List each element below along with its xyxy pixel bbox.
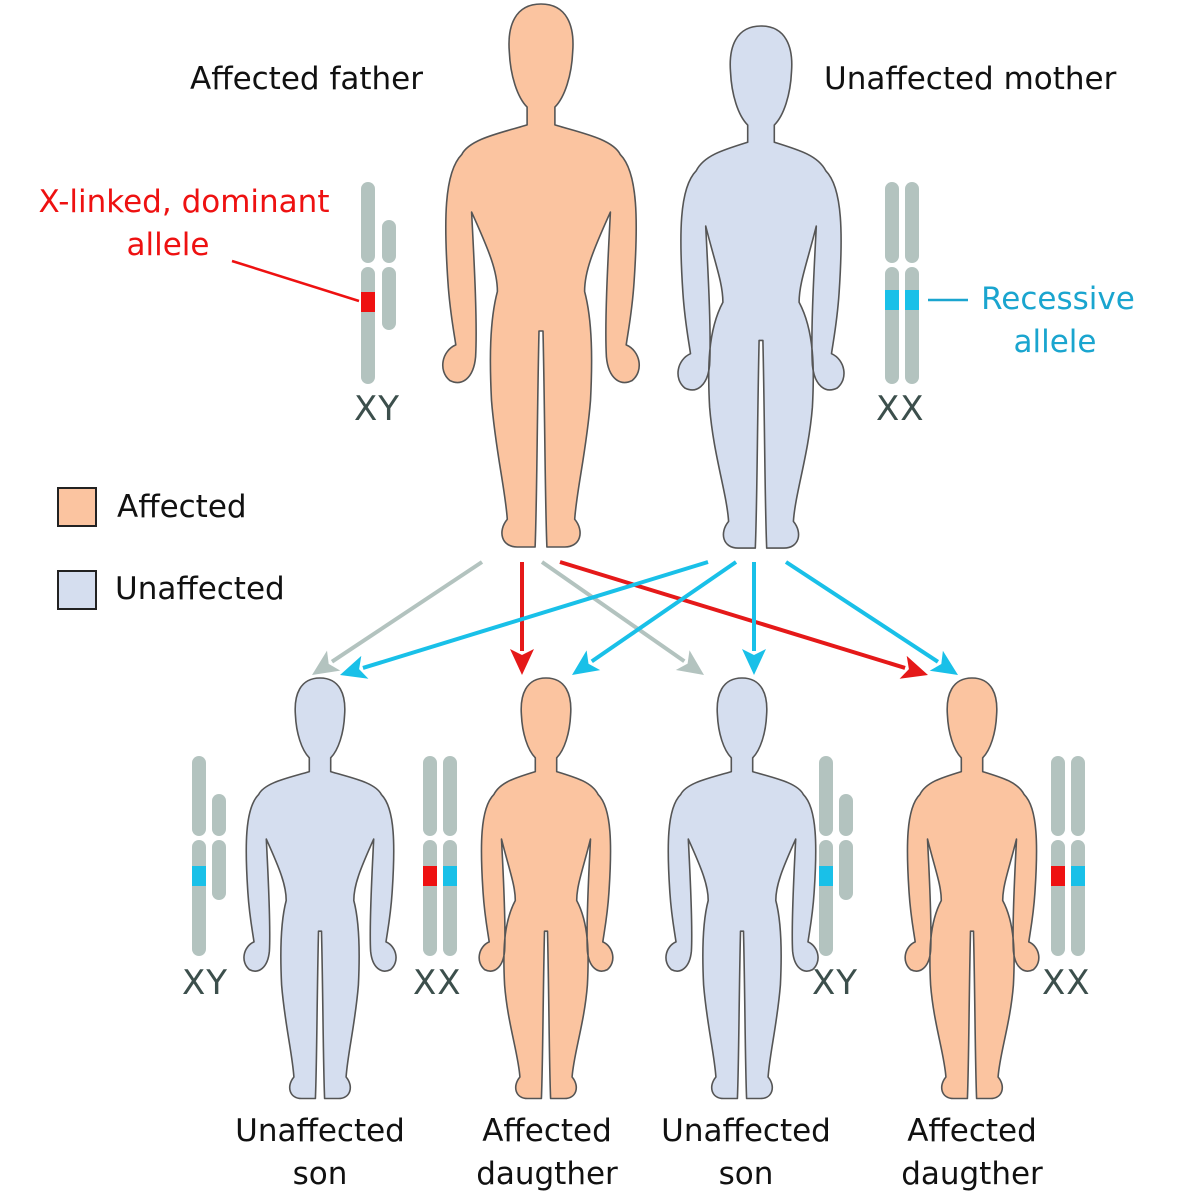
child-1-silhouette — [243, 677, 397, 1100]
recessive-allele-label: Recessive allele — [968, 278, 1148, 364]
child-3-x-chromosome-allele — [819, 866, 833, 886]
father-x-to-daughter-1-arrow-head — [510, 649, 534, 675]
father-x-to-daughter-2-arrow-head — [899, 655, 928, 679]
child-4-label: Affected daugther — [872, 1110, 1072, 1196]
child-3-label: Unaffected son — [636, 1110, 856, 1196]
child-1-y-chromosome-arm-top — [212, 794, 226, 836]
father-y-to-son-1-arrow-head — [312, 650, 341, 675]
inheritance-arrows — [312, 560, 958, 679]
father-y-to-son-2-arrow-shaft — [540, 560, 686, 663]
child-4-x-chromosome-1-arm-top — [1051, 756, 1065, 836]
legend-unaffected-label: Unaffected — [115, 571, 285, 607]
child-1-chromosome-label: XY — [182, 963, 229, 1003]
child-2-chromosome-label: XX — [413, 963, 462, 1003]
child-2-figure — [478, 677, 614, 1100]
child-2-x-chromosome-1-allele — [423, 866, 437, 886]
mother-x-chromosome-2-arm-bottom — [905, 267, 919, 384]
child-1-x-chromosome-allele — [192, 866, 206, 886]
child-3-silhouette — [665, 677, 819, 1100]
father-y-chromosome-arm-bottom — [382, 267, 396, 330]
child-2-silhouette — [478, 677, 614, 1100]
child-4-x-chromosome-1-arm-bottom — [1051, 840, 1065, 956]
mother-to-daughter-2-arrow-shaft — [784, 560, 940, 664]
child-1-label-line-1: Unaffected — [235, 1113, 405, 1149]
father-chromosome-label: XY — [354, 389, 401, 429]
dominant-allele-label: X-linked, dominant allele — [18, 181, 350, 267]
child-3-label-line-2: son — [718, 1156, 774, 1192]
father-y-to-son-2-arrow-head — [675, 650, 704, 675]
child-3-y-chromosome-arm-top — [839, 794, 853, 836]
recessive-allele-line-2: allele — [1013, 324, 1097, 360]
child-2-x-chromosome-2-arm-top — [443, 756, 457, 836]
child-4-x-chromosome-2-allele — [1071, 866, 1085, 886]
legend-unaffected-swatch — [57, 570, 97, 610]
child-2-x-chromosome-2-arm-bottom — [443, 840, 457, 956]
child-2-x-chromosome-2-allele — [443, 866, 457, 886]
child-1-label-line-2: son — [292, 1156, 348, 1192]
child-4-silhouette — [904, 677, 1040, 1100]
mother-chromosomes — [885, 182, 919, 384]
father-x-to-daughter-2-arrow-shaft — [559, 560, 906, 670]
child-3-chromosome-label: XY — [812, 963, 859, 1003]
father-chromosomes — [361, 182, 396, 384]
mother-to-daughter-1-arrow-head — [572, 650, 601, 675]
child-1-x-chromosome-arm-bottom — [192, 840, 206, 956]
child-2-x-chromosome-1-arm-top — [423, 756, 437, 836]
father-label: Affected father — [190, 61, 423, 97]
child-4-label-line-1: Affected — [907, 1113, 1037, 1149]
child-2-label-line-1: Affected — [482, 1113, 612, 1149]
mother-silhouette — [677, 25, 845, 549]
father-x-chromosome-arm-top — [361, 182, 375, 263]
legend-affected-swatch — [57, 487, 97, 527]
dominant-allele-line-2: allele — [126, 227, 210, 263]
child-3-figure — [665, 677, 819, 1100]
child-2-label-line-2: daugther — [476, 1156, 618, 1192]
child-2-x-chromosome-1-arm-bottom — [423, 840, 437, 956]
father-y-to-son-1-arrow-shaft — [330, 560, 484, 664]
father-figure — [442, 3, 640, 548]
child-4-label-line-2: daugther — [901, 1156, 1043, 1192]
father-x-chromosome-arm-bottom — [361, 267, 375, 384]
child-1-y-chromosome-arm-bottom — [212, 840, 226, 900]
mother-x-chromosome-1-allele — [885, 290, 899, 310]
child-1-figure — [243, 677, 397, 1100]
child-4-x-chromosome-2-arm-top — [1071, 756, 1085, 836]
mother-x-chromosome-2-arm-top — [905, 182, 919, 263]
mother-to-son-1-arrow-shaft — [362, 560, 709, 670]
mother-to-daughter-1-arrow-shaft — [590, 560, 738, 664]
child-2-label: Affected daugther — [447, 1110, 647, 1196]
child-4-x-chromosome-2-arm-bottom — [1071, 840, 1085, 956]
child-4-x-chromosome-1-allele — [1051, 866, 1065, 886]
child-3-x-chromosome-arm-top — [819, 756, 833, 836]
child-1-x-chromosome-arm-top — [192, 756, 206, 836]
child-3-x-chromosome-arm-bottom — [819, 840, 833, 956]
legend-affected-label: Affected — [117, 489, 247, 525]
child-4-figure — [904, 677, 1040, 1100]
mother-to-daughter-2-arrow-head — [929, 650, 958, 675]
mother-x-chromosome-2-allele — [905, 290, 919, 310]
father-silhouette — [442, 3, 640, 548]
father-y-chromosome-arm-top — [382, 220, 396, 263]
mother-label: Unaffected mother — [824, 61, 1117, 97]
dominant-allele-line-1: X-linked, dominant — [38, 184, 330, 220]
child-3-label-line-1: Unaffected — [661, 1113, 831, 1149]
child-4-chromosome-label: XX — [1042, 963, 1091, 1003]
mother-x-chromosome-1-arm-top — [885, 182, 899, 263]
mother-chromosome-label: XX — [876, 389, 925, 429]
child-1-label: Unaffected son — [210, 1110, 430, 1196]
mother-x-chromosome-1-arm-bottom — [885, 267, 899, 384]
mother-figure — [677, 25, 845, 549]
child-chromosomes — [192, 756, 1085, 956]
father-x-chromosome-allele — [361, 292, 375, 312]
dominant-allele-pointer — [231, 259, 360, 303]
mother-to-son-1-arrow-head — [340, 655, 369, 679]
child-3-y-chromosome-arm-bottom — [839, 840, 853, 900]
recessive-allele-line-1: Recessive — [981, 281, 1135, 317]
mother-to-son-2-arrow-head — [742, 649, 766, 675]
